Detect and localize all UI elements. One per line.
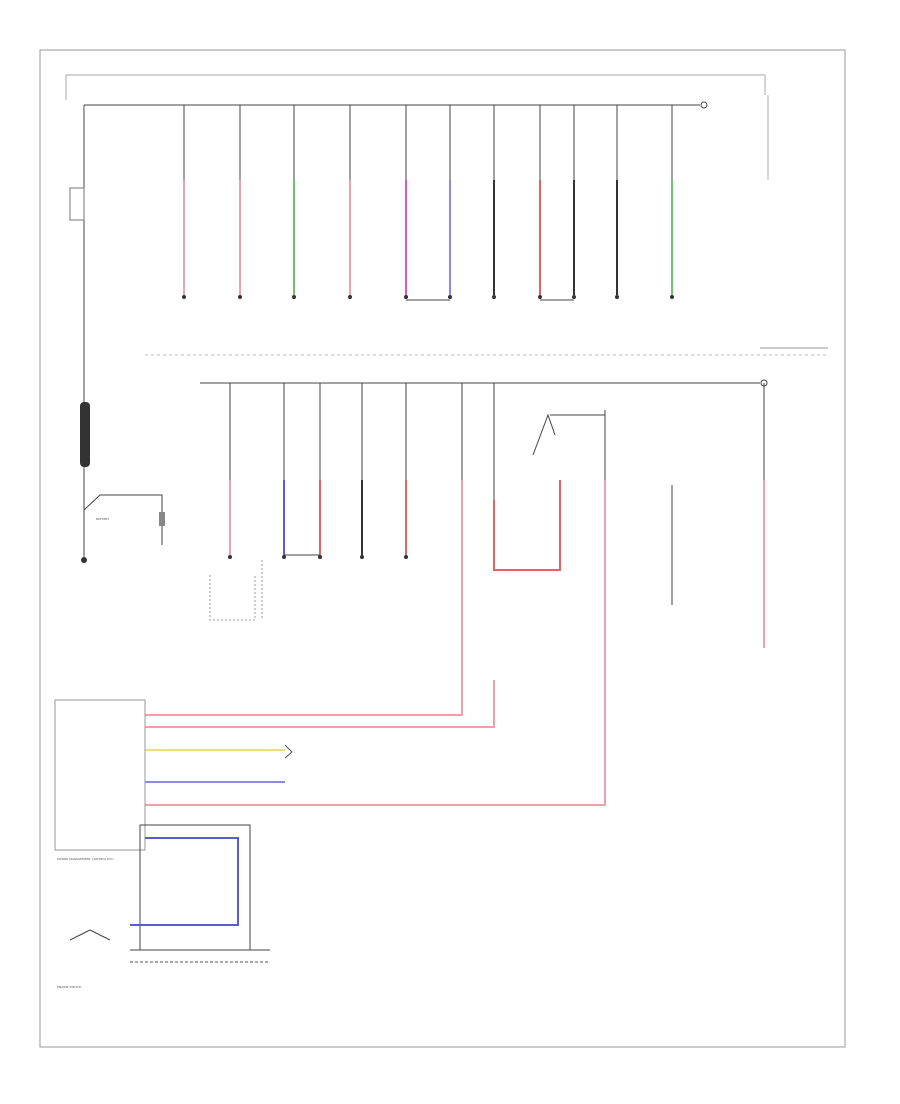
engine-switch-label: ENGINE SWITCH: [57, 985, 81, 989]
main-fuse-box: [69, 187, 85, 221]
top-circuit-terminal: [348, 295, 352, 299]
ground-symbol: [81, 557, 87, 563]
top-circuit-terminal: [182, 295, 186, 299]
top-circuit-terminal: [404, 295, 408, 299]
blue-loop-wire: [130, 837, 239, 926]
relay-switch: [532, 413, 556, 456]
top-bus-end-terminal: [700, 101, 708, 109]
battery-label: BATTERY: [96, 517, 109, 521]
top-circuit-terminal: [538, 295, 542, 299]
middle-circuit-terminal: [228, 555, 232, 559]
wire-to-ecu-2: [145, 680, 495, 728]
middle-circuit-terminal: [282, 555, 286, 559]
top-circuits: [182, 105, 674, 301]
battery-branch-connector: [159, 512, 165, 526]
page-border: [39, 49, 846, 1048]
middle-circuits: [228, 383, 765, 648]
middle-circuit-terminal: [318, 555, 322, 559]
top-circuit-terminal: [670, 295, 674, 299]
fusible-link: [80, 402, 90, 467]
top-circuit-terminal: [238, 295, 242, 299]
top-circuit-terminal: [492, 295, 496, 299]
top-circuit-terminal: [572, 295, 576, 299]
ecu-label: POWER MANAGEMENT CONTROL ECU: [57, 857, 113, 861]
top-circuit-terminal: [615, 295, 619, 299]
top-circuit-terminal: [292, 295, 296, 299]
middle-circuit-terminal: [360, 555, 364, 559]
right-branch-arrow: [284, 744, 293, 759]
engine-room-outline: [65, 74, 769, 180]
top-circuit-terminal: [448, 295, 452, 299]
engine-switch-symbol: [69, 929, 111, 941]
red-loop-wire: [493, 480, 561, 571]
power-management-ecu: [54, 699, 146, 851]
wire-to-ecu-3: [145, 480, 606, 806]
ecu-switch-bracket: [139, 824, 251, 951]
wire-to-ecu-1: [145, 480, 463, 716]
junction-dashed-outline: [209, 575, 256, 621]
middle-circuit-terminal: [404, 555, 408, 559]
